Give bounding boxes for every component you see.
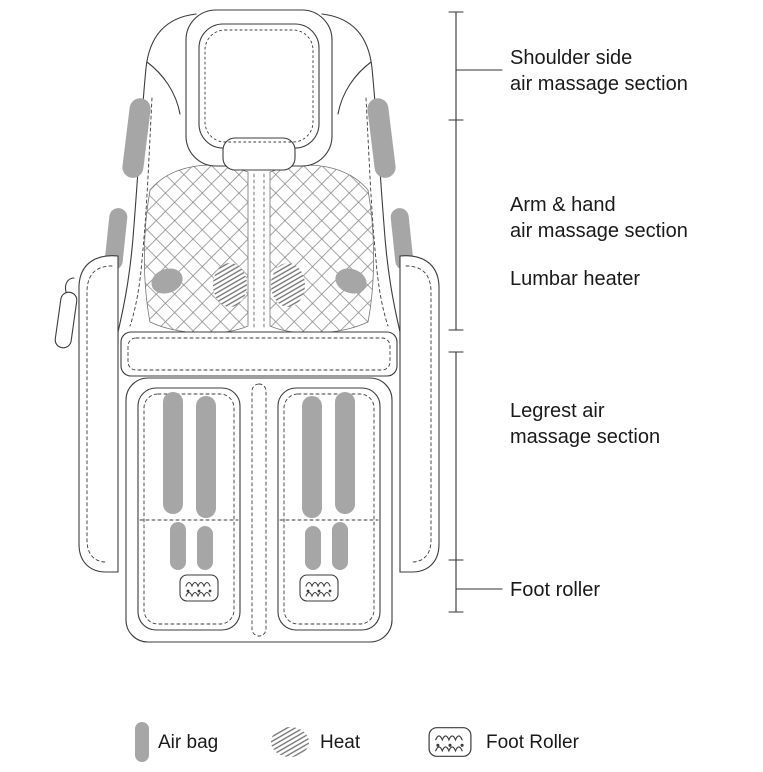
- seat-stitch: [127, 337, 391, 371]
- back-seam-left: [129, 97, 153, 327]
- armrest-right: [399, 255, 440, 573]
- callout-lines: [448, 11, 503, 613]
- air-bag-shape: [390, 208, 414, 270]
- legrest: [125, 377, 393, 643]
- label-shoulder-section: Shoulder side air massage section: [510, 45, 688, 97]
- armrest-right-seam: [405, 265, 432, 563]
- lumbar-heat-zones: [213, 263, 305, 307]
- air-bag-shape: [302, 396, 322, 518]
- legend-icons: [135, 722, 472, 762]
- headrest: [185, 9, 333, 171]
- headrest-stitch: [204, 29, 314, 143]
- air-bag-shape: [332, 522, 348, 570]
- air-bag-shape: [367, 98, 396, 178]
- air-bag-shape: [170, 522, 186, 570]
- heat-zone-right: [271, 263, 305, 307]
- label-arm-section: Arm & hand air massage section: [510, 192, 688, 244]
- legend-airbag-icon: [135, 722, 149, 762]
- label-foot-roller: Foot roller: [510, 577, 600, 603]
- legend-label-foot-roller: Foot Roller: [486, 732, 579, 753]
- label-legrest-section: Legrest air massage section: [510, 398, 660, 450]
- leg-channel-left: [137, 387, 241, 631]
- air-bag-shape: [104, 208, 128, 270]
- heat-zone-left: [213, 263, 247, 307]
- air-bag-shape: [305, 526, 321, 570]
- legend-label-airbag: Air bag: [158, 732, 219, 753]
- legend-foot-roller-icon: [428, 727, 472, 757]
- air-bag-shape: [163, 392, 183, 514]
- label-lumbar-heater: Lumbar heater: [510, 266, 640, 292]
- air-bag-shape: [197, 526, 213, 570]
- legend-heat-icon: [271, 727, 309, 757]
- label-line: Shoulder side: [510, 47, 633, 69]
- headrest-flap: [222, 137, 296, 171]
- label-line: air massage section: [510, 220, 688, 242]
- label-line: Foot roller: [510, 579, 601, 601]
- headrest-wing-right: [337, 61, 372, 115]
- air-bag-shape: [122, 98, 151, 178]
- armrest-left-seam: [86, 265, 113, 563]
- net-wing-right: [269, 164, 375, 334]
- label-line: massage section: [510, 426, 661, 448]
- armrest-left-panel: [78, 255, 119, 573]
- legrest-shell: [125, 377, 393, 643]
- armrest-left: [54, 255, 119, 573]
- leg-channel-right-stitch: [283, 393, 375, 625]
- backrest-net-wings: [143, 164, 375, 334]
- air-bag-shape: [151, 268, 183, 294]
- seat-band: [120, 331, 398, 377]
- legrest-air-bags: [163, 392, 355, 570]
- remote-cord: [64, 277, 75, 293]
- headrest-pillow: [198, 23, 320, 149]
- headrest-wing-left: [146, 61, 181, 115]
- leg-channel-right: [277, 387, 381, 631]
- remote-pocket: [54, 291, 78, 349]
- legend-label-heat: Heat: [320, 732, 361, 753]
- back-seam-right: [365, 97, 389, 327]
- net-wing-left: [143, 164, 249, 334]
- label-line: air massage section: [510, 73, 688, 95]
- label-line: Legrest air: [510, 400, 605, 422]
- seat: [120, 331, 398, 377]
- air-bag-shape: [196, 396, 216, 518]
- legrest-center-divider: [251, 383, 267, 637]
- label-line: Lumbar heater: [510, 268, 641, 290]
- air-bag-shape: [335, 268, 367, 294]
- leg-channel-left-stitch: [143, 393, 235, 625]
- back-air-bags: [104, 98, 414, 294]
- label-line: Arm & hand: [510, 194, 616, 216]
- armrest-right-panel: [399, 255, 440, 573]
- air-bag-shape: [335, 392, 355, 514]
